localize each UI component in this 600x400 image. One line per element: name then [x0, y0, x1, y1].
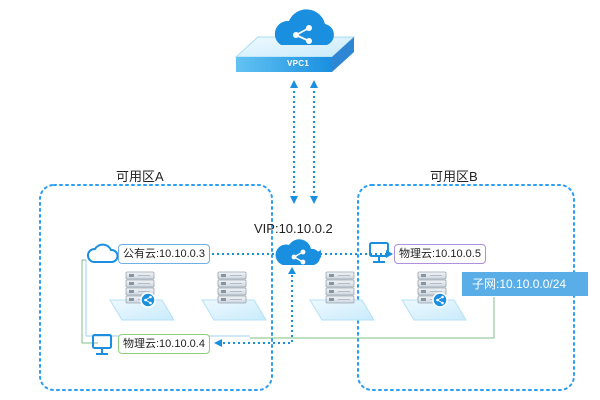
server-share-icon — [109, 271, 175, 321]
public-cloud-node: 公有云:10.10.0.3 — [118, 244, 210, 264]
monitor-icon — [369, 242, 389, 263]
physical-cloud-a-node: 物理云:10.10.0.4 — [118, 334, 210, 354]
server-icon — [309, 271, 375, 321]
cloud-outline-icon — [87, 243, 119, 263]
vpc-vip-connector — [293, 86, 315, 198]
physical-cloud-b-node: 物理云:10.10.0.5 — [394, 244, 486, 264]
vip-label: VIP:10.10.0.2 — [254, 221, 333, 236]
server-icon — [201, 271, 267, 321]
server-share-icon — [401, 271, 467, 321]
connector-arrowheads — [290, 80, 318, 204]
zone-b-label: 可用区B — [430, 169, 478, 184]
zone-a-label: 可用区A — [116, 169, 164, 184]
zone-a-boundary — [39, 184, 273, 391]
vpc-label: VPC1 — [287, 59, 310, 68]
monitor-icon — [92, 334, 112, 355]
subnet-links — [81, 259, 495, 344]
zone-b-boundary — [357, 184, 575, 391]
cloud-share-icon — [274, 9, 334, 46]
share-node-icon — [275, 239, 321, 265]
subnet-label: 子网:10.10.0.0/24 — [462, 272, 588, 296]
vip-links — [212, 253, 386, 344]
